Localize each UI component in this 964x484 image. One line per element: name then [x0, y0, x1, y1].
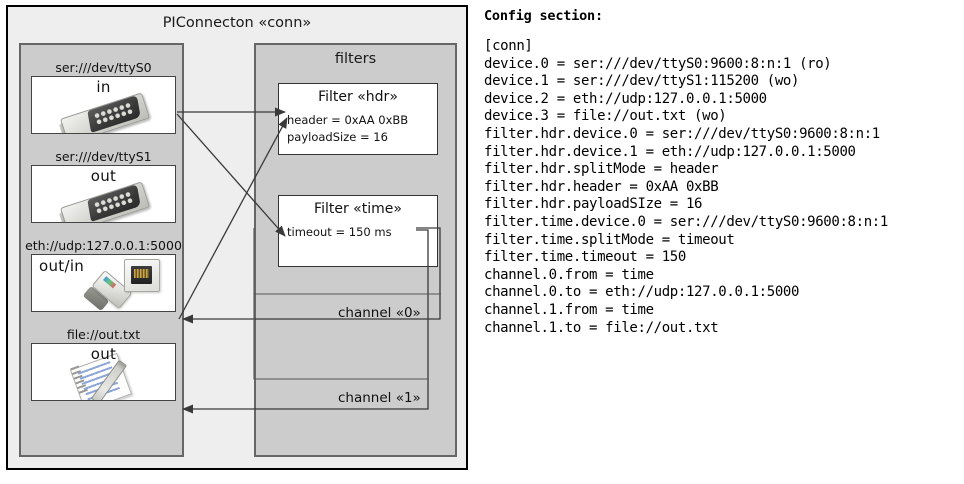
config-line: filter.time.splitMode = timeout — [484, 231, 735, 248]
filter-title: Filter «time» — [314, 201, 402, 217]
config-section: Config section: [conn]device.0 = ser:///… — [484, 8, 954, 337]
connector-diagram: PIConnecton «conn» ser:///dev/ttyS0 in s… — [6, 5, 468, 470]
config-line: filter.time.device.0 = ser:///dev/ttyS0:… — [484, 213, 888, 230]
filter-property: payloadSize = 16 — [287, 130, 388, 144]
config-line: channel.0.from = time — [484, 266, 654, 283]
filter-property: timeout = 150 ms — [287, 225, 392, 239]
channel-label-1: channel «1» — [338, 390, 421, 406]
config-line: channel.1.from = time — [484, 301, 654, 318]
filter-card-hdr[interactable]: Filter «hdr» header = 0xAA 0xBB payloadS… — [278, 83, 438, 155]
config-line: device.3 = file://out.txt (wo) — [484, 108, 727, 125]
config-heading: Config section: — [484, 8, 603, 24]
config-line: channel.1.to = file://out.txt — [484, 319, 719, 336]
device-entry-ttyS1[interactable]: ser:///dev/ttyS1 out — [31, 148, 176, 223]
notepad-icon — [69, 352, 142, 400]
device-label: ser:///dev/ttyS0 — [55, 60, 152, 75]
config-line: channel.0.to = eth://udp:127.0.0.1:5000 — [484, 284, 800, 301]
device-direction: in — [96, 78, 111, 96]
device-entry-file[interactable]: file://out.txt out — [31, 326, 176, 401]
config-line: device.2 = eth://udp:127.0.0.1:5000 — [484, 90, 767, 107]
device-entry-eth[interactable]: eth://udp:127.0.0.1:5000 out/in — [25, 237, 182, 312]
config-lines: [conn]device.0 = ser:///dev/ttyS0:9600:8… — [484, 38, 954, 337]
device-box[interactable]: out — [31, 165, 176, 223]
device-direction: out — [90, 345, 117, 363]
device-direction: out — [90, 167, 117, 185]
config-line: [conn] — [484, 38, 533, 54]
filter-title: Filter «hdr» — [318, 89, 398, 105]
serial-port-icon — [58, 181, 154, 222]
filters-group-title: filters — [334, 51, 377, 67]
device-label: ser:///dev/ttyS1 — [55, 149, 152, 164]
config-line: filter.hdr.header = 0xAA 0xBB — [484, 178, 719, 195]
ethernet-jack-icon — [82, 259, 175, 311]
config-line: filter.hdr.device.0 = ser:///dev/ttyS0:9… — [484, 125, 880, 142]
device-box[interactable]: out/in — [31, 254, 176, 312]
config-line: device.1 = ser:///dev/ttyS1:115200 (wo) — [484, 73, 800, 90]
channel-label-0: channel «0» — [338, 305, 421, 321]
device-box[interactable]: out — [31, 343, 176, 401]
config-line: filter.hdr.splitMode = header — [484, 161, 719, 178]
diagram-title: PIConnecton «conn» — [162, 15, 312, 31]
config-line: filter.hdr.device.1 = eth://udp:127.0.0.… — [484, 143, 856, 160]
config-line: filter.hdr.payloadSIze = 16 — [484, 196, 703, 213]
filter-property: header = 0xAA 0xBB — [287, 113, 409, 127]
config-line: filter.time.timeout = 150 — [484, 249, 686, 266]
device-label: file://out.txt — [66, 327, 141, 342]
device-direction: out/in — [39, 257, 85, 275]
filter-card-time[interactable]: Filter «time» timeout = 150 ms — [278, 195, 438, 267]
device-entry-ttyS0[interactable]: ser:///dev/ttyS0 in — [31, 59, 176, 134]
config-line: device.0 = ser:///dev/ttyS0:9600:8:n:1 (… — [484, 55, 832, 72]
device-box[interactable]: in — [31, 76, 176, 134]
filters-group: filters Filter «hdr» header = 0xAA 0xBB … — [254, 43, 457, 457]
serial-port-icon — [58, 92, 154, 133]
devices-group: ser:///dev/ttyS0 in ser:///dev/ttyS1 out… — [19, 43, 184, 457]
device-label: eth://udp:127.0.0.1:5000 — [25, 238, 182, 253]
